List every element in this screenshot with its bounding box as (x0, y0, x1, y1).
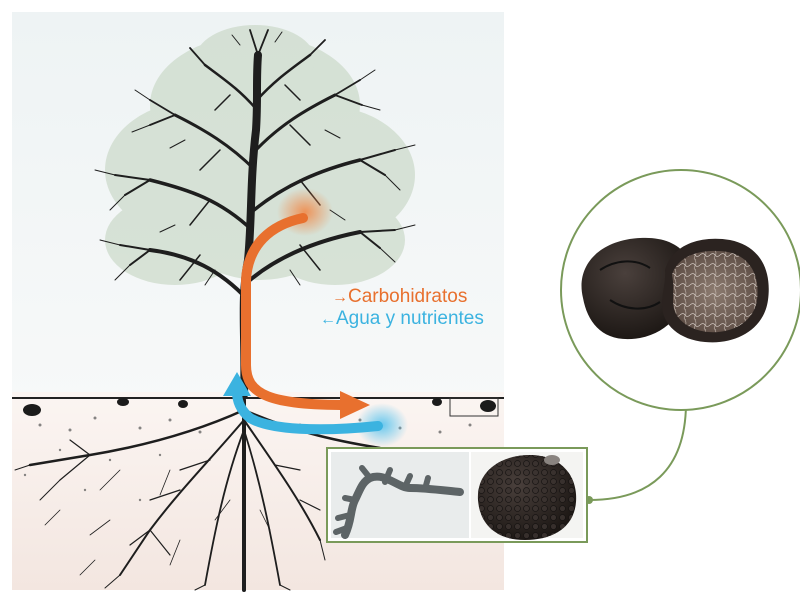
legend-water-nutrients-label: Agua y nutrientes (336, 308, 484, 329)
legend-carbohydrates: →Carbohidratos (332, 286, 467, 309)
truffle-cross-section-icon (662, 239, 769, 343)
carbohydrate-glow (277, 188, 333, 236)
arrow-left-icon: ← (320, 309, 334, 331)
arrow-right-icon: → (332, 287, 346, 309)
legend-carbohydrates-label: Carbohidratos (348, 286, 467, 307)
mycorrhiza-root-tip-icon (331, 452, 469, 538)
legend-water-nutrients: ←Agua y nutrientes (320, 308, 484, 331)
truffle-photo (471, 452, 583, 540)
connector-line (589, 405, 686, 500)
